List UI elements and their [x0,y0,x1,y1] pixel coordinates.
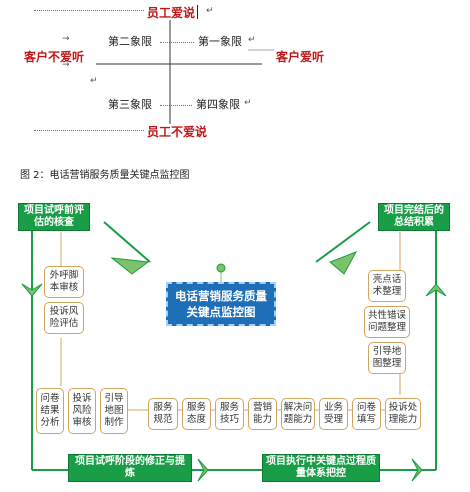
step-complaint-risk-assess: 投诉风险评估 [44,302,84,334]
quadrant-three-label: 第三象限 [108,98,152,111]
diagonal-connector [315,221,371,263]
step-highlight-script: 亮点话术整理 [368,270,406,302]
step-guide-map-make: 引导地图制作 [100,388,128,434]
return-mark: ↵ [206,6,214,16]
step-business-handling: 业务受理 [319,398,348,430]
corner-post-project-summary: 项目完结后的总结积累 [378,203,450,231]
center-title-node: 电话营销服务质量关键点监控图 [166,282,276,326]
dotted-separator [34,10,144,11]
return-mark: ↵ [248,35,256,45]
dotted-leader [160,42,194,43]
quadrant-two-label: 第二象限 [108,35,152,48]
label-staff-dislikes-saying: 员工不爱说 [147,125,208,139]
step-sales-ability: 营销能力 [248,398,277,430]
label-staff-likes-to-say: 员工爱说 [147,6,196,20]
chevron-right-arrow-icon [197,458,209,482]
chevron-right-arrow-icon [411,458,423,482]
quadrant-four-label: 第四象限 [196,98,240,111]
text-cursor [197,5,198,19]
dotted-separator [34,130,144,131]
arrow-mark: → [62,60,70,70]
label-customer-dislikes-listening: 客户不爱听 [24,50,85,64]
arrow-mark: → [62,34,70,44]
step-script-review: 外呼脚本审核 [44,266,84,298]
step-problem-solving: 解决问题能力 [281,398,315,430]
chevron-arrow-icon [329,251,358,275]
corner-trial-correction: 项目试呼阶段的修正与提炼 [68,454,192,482]
step-service-skill: 服务技巧 [215,398,244,430]
dotted-leader [160,105,192,106]
quadrant-one-label: 第一象限 [198,35,242,48]
corner-quality-control: 项目执行中关键点过程质量体系把控 [262,454,380,482]
step-survey-filling: 问卷填写 [352,398,381,430]
center-handle-dot [216,263,226,273]
step-common-errors: 共性错误问题整理 [364,306,410,338]
step-complaint-handling: 投诉处理能力 [385,398,421,430]
return-mark: ↵ [90,76,98,86]
diagonal-connector [103,221,151,263]
return-mark: ↵ [244,98,252,108]
chevron-up-arrow-icon [425,283,447,297]
step-complaint-risk-audit: 投诉风险审核 [68,388,96,434]
step-service-attitude: 服务态度 [182,398,211,430]
chevron-down-arrow-icon [21,283,43,297]
step-guide-map-organize: 引导地图整理 [368,342,406,374]
label-customer-likes-listening: 客户爱听 [276,50,325,64]
step-service-standard: 服务规范 [148,398,178,430]
figure-caption: 图 2：电话营销服务质量关键点监控图 [20,170,190,181]
corner-pre-call-review: 项目试呼前评估的核查 [18,203,90,231]
chevron-arrow-icon [110,257,150,275]
step-survey-analysis: 问卷结果分析 [36,388,64,434]
